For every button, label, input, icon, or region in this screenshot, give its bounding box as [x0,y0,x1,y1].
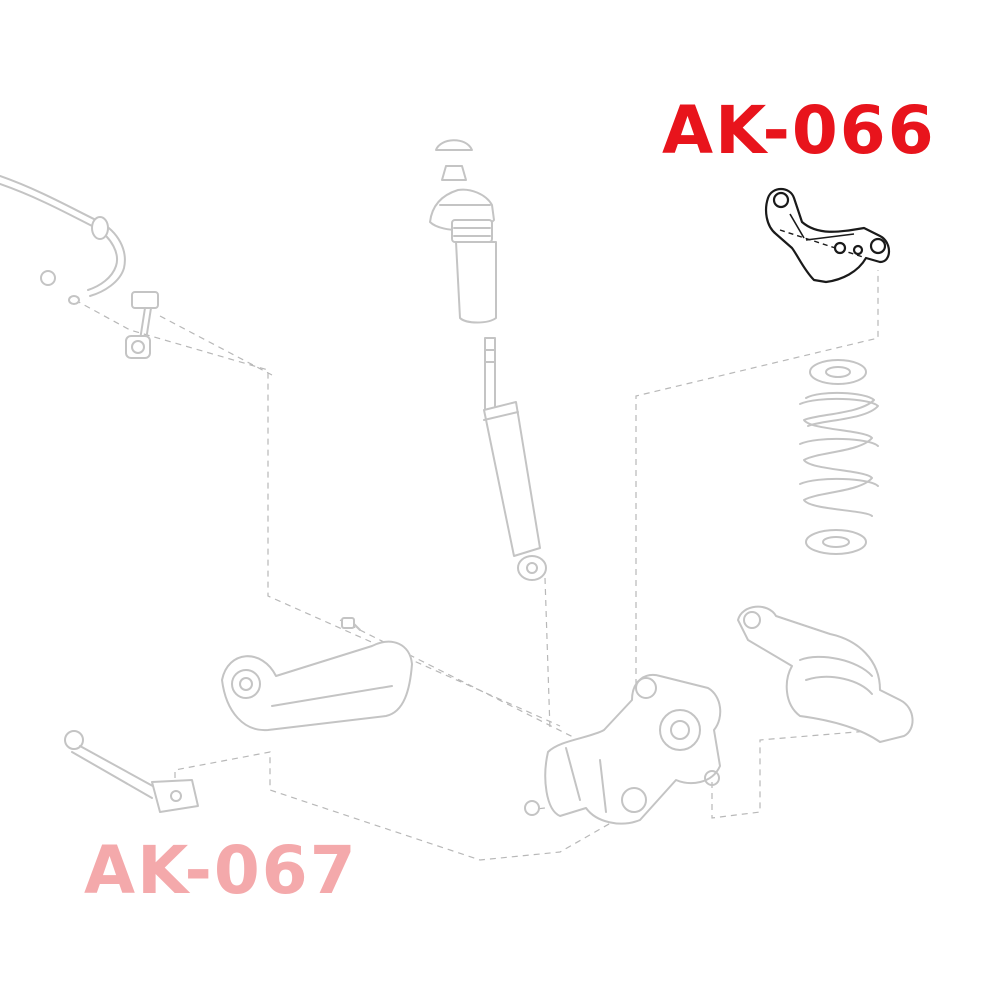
shock-absorber [483,337,547,581]
knuckle [524,674,722,825]
part-number-label-secondary: AK-067 [84,832,358,909]
shock-upper-mount [429,139,497,324]
coil-spring [799,359,879,555]
trailing-arm [221,617,413,732]
part-number-label-highlighted: AK-066 [662,92,936,169]
stabilizer-bar [0,175,126,305]
upper-arm-highlighted [765,187,891,284]
lateral-link [64,730,199,813]
assembly-guide-lines [74,270,881,861]
lower-control-arm [737,605,914,743]
stabilizer-link [125,291,159,359]
